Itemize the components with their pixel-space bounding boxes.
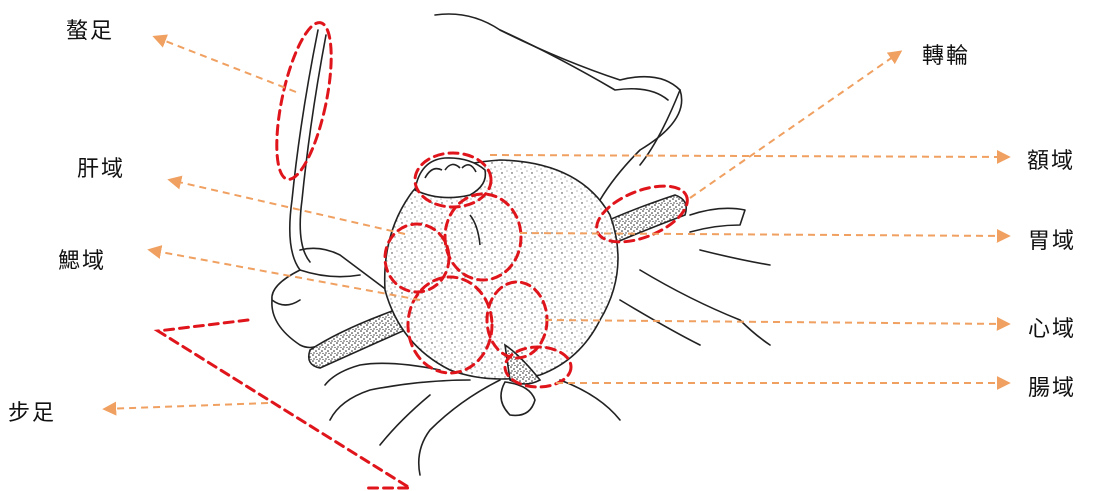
- chelicera-arrow: [155, 37, 296, 92]
- label-chelicera: 螯足: [66, 13, 114, 45]
- label-stomach: 胃域: [1028, 223, 1076, 255]
- label-heart: 心域: [1028, 311, 1076, 343]
- heart-arrow: [545, 320, 1008, 324]
- label-liver: 肝域: [77, 151, 125, 183]
- walking-leg-arrow: [105, 403, 268, 409]
- label-intestine: 腸域: [1028, 370, 1076, 402]
- wheel-arrow: [690, 52, 900, 198]
- chelicera-highlight: [266, 18, 342, 184]
- label-forehead: 額域: [1027, 143, 1075, 175]
- label-wheel: 轉輪: [922, 38, 970, 70]
- label-gill: 鰓域: [58, 243, 106, 275]
- gill-arrow: [150, 250, 420, 300]
- liver-arrow: [170, 180, 405, 234]
- label-walking-leg: 步足: [8, 395, 56, 427]
